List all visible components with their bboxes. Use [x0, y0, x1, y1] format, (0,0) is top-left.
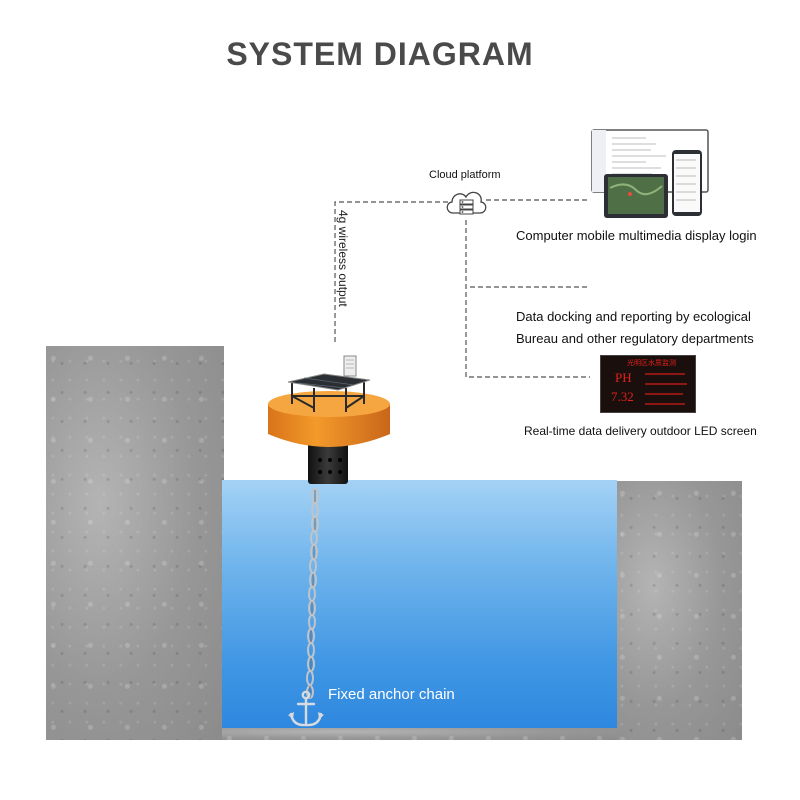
wireless-output-label: 4g wireless output [336, 210, 350, 307]
concrete-wall-right [615, 481, 742, 740]
led-data-rows [645, 373, 687, 405]
water-body [222, 480, 617, 728]
monitoring-buoy [268, 355, 390, 484]
output-label-reporting-2: Bureau and other regulatory departments [516, 331, 754, 346]
concrete-wall-left [46, 346, 224, 740]
cloud-platform-label: Cloud platform [429, 169, 501, 181]
led-ph-value: 7.32 [611, 389, 634, 404]
led-header: 光明区水质监测 [627, 360, 676, 367]
output-label-led: Real-time data delivery outdoor LED scre… [524, 424, 757, 438]
anchor-icon [288, 690, 324, 727]
monitor-phone-icon [591, 129, 709, 218]
led-ph-label: PH [615, 370, 632, 385]
cloud-server-icon [446, 191, 487, 215]
concrete-floor [222, 726, 617, 740]
anchor-chain-label: Fixed anchor chain [328, 686, 455, 703]
output-label-reporting-1: Data docking and reporting by ecological [516, 309, 751, 324]
output-label-display: Computer mobile multimedia display login [516, 228, 757, 243]
led-screen: 光明区水质监测 PH 7.32 [600, 355, 696, 413]
anchor-chain [306, 488, 319, 699]
page-title: SYSTEM DIAGRAM [226, 36, 534, 72]
